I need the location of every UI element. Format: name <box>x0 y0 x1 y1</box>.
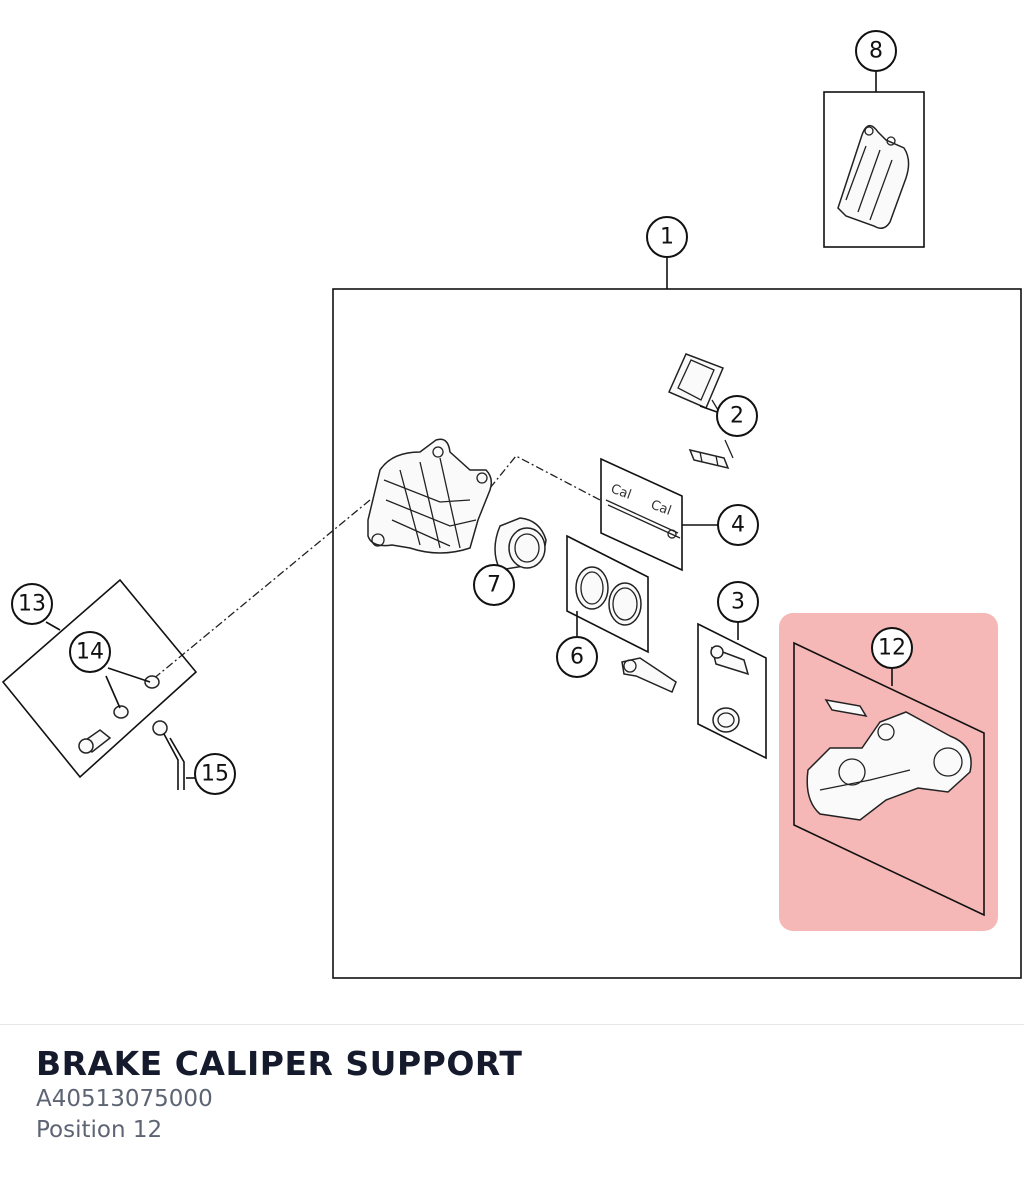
svg-text:8: 8 <box>869 39 883 64</box>
svg-text:13: 13 <box>18 592 46 617</box>
callout-13[interactable]: 13 <box>11 583 53 625</box>
callout-14[interactable]: 14 <box>69 631 111 673</box>
svg-text:3: 3 <box>731 590 745 615</box>
callout-1[interactable]: 1 <box>646 216 688 258</box>
svg-text:4: 4 <box>731 513 745 538</box>
callout-6[interactable]: 6 <box>556 636 598 678</box>
part-number: A40513075000 <box>36 1086 213 1112</box>
brake-pads-group <box>823 72 925 248</box>
pad-spring-group <box>668 353 734 470</box>
svg-text:1: 1 <box>660 225 674 250</box>
svg-text:7: 7 <box>487 573 501 598</box>
callout-4[interactable]: 4 <box>717 504 759 546</box>
svg-text:6: 6 <box>570 645 584 670</box>
svg-text:Cal: Cal <box>609 482 634 503</box>
pins-group: Cal Cal <box>600 457 683 572</box>
brake-line-part-15 <box>152 720 185 790</box>
part-info-panel: BRAKE CALIPER SUPPORT A40513075000 Posit… <box>36 1044 996 1146</box>
guide-bolt <box>621 657 677 694</box>
svg-text:Cal: Cal <box>649 498 674 519</box>
piston-part-7 <box>494 517 547 571</box>
fittings-group <box>1 578 198 779</box>
callout-12[interactable]: 12 <box>871 627 913 669</box>
exploded-parts-diagram: Cal Cal <box>1 30 1022 979</box>
position-label: Position 12 <box>36 1117 163 1143</box>
svg-text:15: 15 <box>201 762 229 787</box>
callout-3[interactable]: 3 <box>717 581 759 623</box>
section-divider <box>0 1024 1024 1025</box>
svg-text:14: 14 <box>76 640 104 665</box>
svg-text:2: 2 <box>730 404 744 429</box>
part-title: BRAKE CALIPER SUPPORT <box>36 1044 523 1083</box>
callout-15[interactable]: 15 <box>194 753 236 795</box>
assembly-frame-1 <box>332 288 1022 979</box>
seals-group <box>566 534 649 654</box>
callout-7[interactable]: 7 <box>473 564 515 606</box>
caliper-body <box>367 438 493 554</box>
callout-8[interactable]: 8 <box>855 30 897 72</box>
caliper-support-group <box>793 641 985 917</box>
callout-2[interactable]: 2 <box>716 395 758 437</box>
bushings-group <box>697 622 767 760</box>
svg-text:12: 12 <box>878 636 906 661</box>
